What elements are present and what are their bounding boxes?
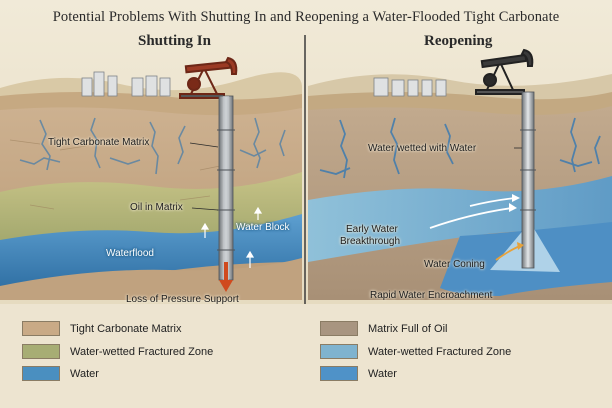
label-tight-carbonate-matrix: Tight Carbonate Matrix — [48, 137, 150, 148]
legend-left-item: Tight Carbonate Matrix — [22, 321, 181, 336]
label-waterflood: Waterflood — [106, 248, 154, 259]
pumpjack-left-icon — [179, 56, 238, 99]
legend-swatch — [320, 366, 358, 381]
legend-right-item: Water-wetted Fractured Zone — [320, 344, 511, 359]
legend-swatch — [320, 344, 358, 359]
legend-swatch — [22, 366, 60, 381]
legend-right-item: Matrix Full of Oil — [320, 321, 447, 336]
legend-label: Water — [70, 367, 99, 380]
legend-right-item: Water — [320, 366, 397, 381]
legend-left-item: Water — [22, 366, 99, 381]
page-title: Potential Problems With Shutting In and … — [52, 9, 560, 25]
label-early-water: Early Water — [346, 224, 398, 235]
legend-label: Water — [368, 367, 397, 380]
label-breakthrough: Breakthrough — [340, 236, 401, 247]
right-panel-scene — [308, 48, 612, 300]
legend-swatch — [22, 321, 60, 336]
label-water-coning: Water Coning — [424, 259, 485, 270]
pumpjack-right-icon — [475, 48, 534, 95]
label-water-wetted: Water wetted with Water — [368, 143, 477, 154]
label-water-block: Water Block — [236, 222, 290, 233]
legend-label: Water-wetted Fractured Zone — [70, 345, 214, 358]
label-oil-in-matrix: Oil in Matrix — [130, 202, 183, 213]
legend-label: Water-wetted Fractured Zone — [368, 345, 512, 358]
legend-swatch — [320, 321, 358, 336]
label-rapid-water-encroachment: Rapid Water Encroachment — [370, 290, 493, 301]
legend-swatch — [22, 344, 60, 359]
legend-left-item: Water-wetted Fractured Zone — [22, 344, 213, 359]
legend-label: Matrix Full of Oil — [368, 322, 448, 335]
left-panel-heading: Shutting In — [138, 33, 211, 49]
right-panel-heading: Reopening — [424, 33, 493, 49]
left-panel-scene — [0, 56, 302, 300]
legend-label: Tight Carbonate Matrix — [70, 322, 182, 335]
label-loss-of-pressure-support: Loss of Pressure Support — [126, 294, 239, 305]
